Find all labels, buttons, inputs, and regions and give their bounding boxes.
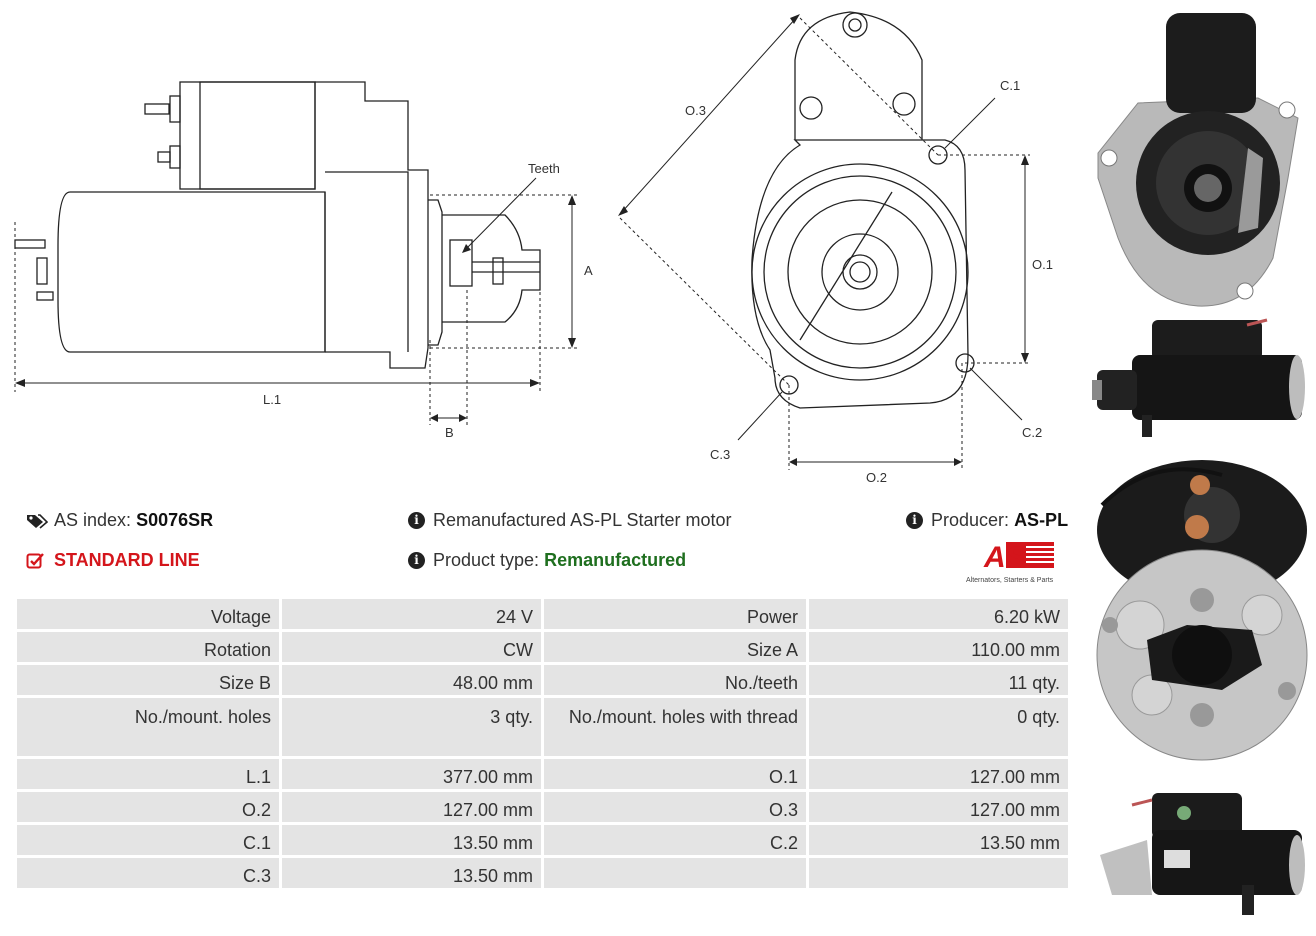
product-type-line: i Product type: Remanufactured — [408, 550, 686, 571]
info-icon: i — [906, 512, 923, 529]
spec-label: C.3 — [17, 858, 279, 888]
standard-line: STANDARD LINE — [26, 550, 200, 571]
spec-label: Size A — [544, 632, 806, 662]
as-index-line: AS index: S0076SR — [26, 510, 213, 531]
label-c1: C.1 — [1000, 78, 1020, 93]
spec-label: Size B — [17, 665, 279, 695]
label-l1: L.1 — [263, 392, 281, 407]
spec-label: C.2 — [544, 825, 806, 855]
tags-icon — [27, 513, 48, 529]
spec-label: No./teeth — [544, 665, 806, 695]
spec-value: 48.00 mm — [282, 665, 541, 695]
spec-value: CW — [282, 632, 541, 662]
spec-value — [809, 858, 1068, 888]
spec-value: 11 qty. — [809, 665, 1068, 695]
standard-line-label: STANDARD LINE — [54, 550, 200, 570]
as-index-value: S0076SR — [136, 510, 214, 530]
label-c3: C.3 — [710, 447, 730, 462]
spec-label: No./mount. holes with thread — [544, 698, 806, 756]
spec-value: 0 qty. — [809, 698, 1068, 756]
spec-label: Voltage — [17, 599, 279, 629]
logo-text: AS — [983, 541, 1026, 570]
as-pl-logo: AS Alternators, Starters & Parts — [966, 540, 1070, 584]
info-icon: i — [408, 552, 425, 569]
photo-front-flange — [1097, 13, 1299, 307]
label-teeth: Teeth — [528, 161, 560, 176]
photo-side-bottom — [1100, 793, 1305, 915]
as-logo-mark: AS — [983, 541, 1054, 574]
info-icon: i — [408, 512, 425, 529]
spec-value: 377.00 mm — [282, 759, 541, 789]
as-index-label: AS index: — [54, 510, 132, 530]
label-b: B — [445, 425, 454, 440]
product-type-value: Remanufactured — [544, 550, 687, 570]
spec-label: Power — [544, 599, 806, 629]
producer-label: Producer: — [931, 510, 1010, 530]
mounting-flange-top — [794, 11, 923, 140]
spec-label: C.1 — [17, 825, 279, 855]
spec-value: 127.00 mm — [282, 792, 541, 822]
spec-value: 6.20 kW — [809, 599, 1068, 629]
technical-drawings: Teeth A L.1 B — [14, 11, 1053, 485]
mounting-flange — [751, 139, 969, 409]
producer-line: i Producer: AS-PL — [906, 510, 1068, 531]
spec-value: 3 qty. — [282, 698, 541, 756]
description-text: Remanufactured AS-PL Starter motor — [433, 510, 732, 530]
spec-label: O.3 — [544, 792, 806, 822]
spec-label: Rotation — [17, 632, 279, 662]
motor-body — [57, 191, 326, 353]
spec-value: 110.00 mm — [809, 632, 1068, 662]
label-o1: O.1 — [1032, 257, 1053, 272]
product-type-label: Product type: — [433, 550, 540, 570]
producer-value: AS-PL — [1014, 510, 1069, 530]
description-line: i Remanufactured AS-PL Starter motor — [408, 510, 731, 531]
label-c2: C.2 — [1022, 425, 1042, 440]
housing-outer-circle — [751, 163, 969, 381]
label-a: A — [584, 263, 593, 278]
photo-side-top — [1092, 318, 1305, 437]
spec-label: No./mount. holes — [17, 698, 279, 756]
spec-value: 13.50 mm — [282, 858, 541, 888]
spec-label — [544, 858, 806, 888]
spec-value: 127.00 mm — [809, 759, 1068, 789]
spec-value: 127.00 mm — [809, 792, 1068, 822]
label-o2: O.2 — [866, 470, 887, 485]
spec-label: L.1 — [17, 759, 279, 789]
spec-value: 24 V — [282, 599, 541, 629]
spec-value: 13.50 mm — [809, 825, 1068, 855]
photo-solenoid-front — [1096, 460, 1308, 761]
check-square-icon — [26, 552, 44, 568]
label-o3: O.3 — [685, 103, 706, 118]
spec-value: 13.50 mm — [282, 825, 541, 855]
spec-label: O.2 — [17, 792, 279, 822]
logo-tagline: Alternators, Starters & Parts — [966, 577, 1054, 584]
spec-label: O.1 — [544, 759, 806, 789]
